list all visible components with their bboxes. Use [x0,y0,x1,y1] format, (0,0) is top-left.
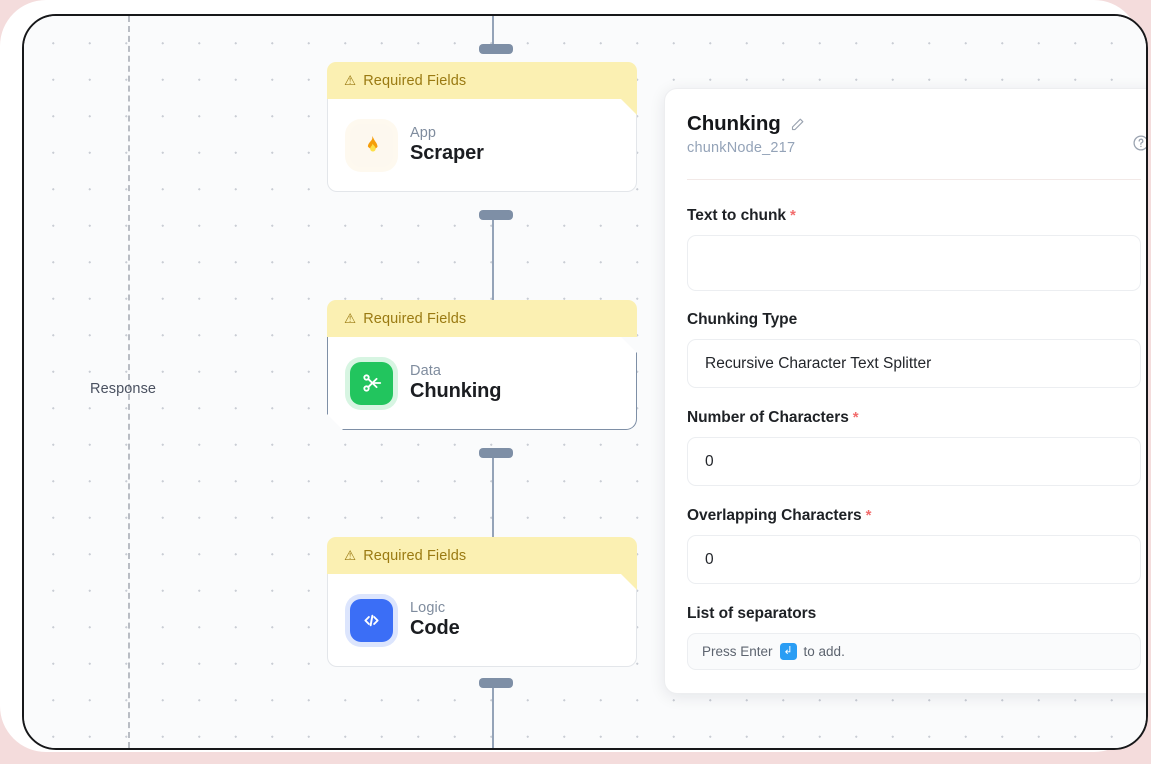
field-label-text: List of separators [687,605,817,622]
enter-key-icon: ↲ [779,643,797,660]
text-to-chunk-input[interactable] [687,235,1141,291]
field-label-text: Text to chunk [687,207,786,224]
flow-node-code[interactable]: ⚠ Required Fields Logic Code [327,537,637,667]
edge-scraper-to-chunking [492,212,495,308]
handle-scraper-in[interactable] [479,44,513,54]
field-label: Text to chunk * [687,207,1141,225]
node-properties-panel: Chunking chunkNode_217 [664,88,1146,694]
node-body-code[interactable]: Logic Code [327,574,637,667]
node-required-banner-code: ⚠ Required Fields [327,537,637,574]
code-icon [350,598,393,642]
chunking-type-select[interactable]: Recursive Character Text Splitter [687,339,1141,388]
node-banner-label: Required Fields [363,72,467,89]
field-overlapping-characters: Overlapping Characters * 0 [687,507,1141,584]
node-text-code: Logic Code [410,600,460,640]
scissors-icon [350,362,393,405]
panel-header: Chunking chunkNode_217 [665,89,1146,170]
node-title-label: Code [410,617,460,639]
flow-node-chunking[interactable]: ⚠ Required Fields Data [327,300,637,430]
field-chunking-type: Chunking Type Recursive Character Text S… [687,311,1141,388]
node-title-label: Chunking [410,380,502,402]
field-label-text: Overlapping Characters [687,507,862,524]
warning-triangle-icon: ⚠ [344,72,357,88]
number-of-characters-input[interactable]: 0 [687,437,1141,486]
field-label: Chunking Type [687,311,1141,329]
field-list-of-separators: List of separators Press Enter ↲ to add. [687,605,1141,670]
node-required-banner-chunking: ⚠ Required Fields [327,300,637,337]
required-asterisk: * [865,507,872,524]
field-label-text: Chunking Type [687,311,798,328]
required-asterisk: * [789,207,796,224]
field-label: Number of Characters * [687,409,1141,427]
list-of-separators-input[interactable]: Press Enter ↲ to add. [687,633,1141,670]
panel-body: Text to chunk * Chunking Type Recursive … [665,180,1146,670]
panel-divider [687,179,1141,180]
node-text-scraper: App Scraper [410,125,484,165]
node-required-banner-scraper: ⚠ Required Fields [327,62,637,99]
node-body-chunking[interactable]: Data Chunking [327,337,637,430]
handle-scraper-out[interactable] [479,210,513,220]
app-frame: Response ⚠ Required Fields [22,14,1148,750]
response-guide-label: Response [90,381,157,397]
tag-hint-before: Press Enter [702,644,773,659]
help-circle-icon[interactable] [1132,134,1146,152]
panel-title-row: Chunking [687,112,1146,136]
handle-code-out[interactable] [479,678,513,688]
node-body-scraper[interactable]: App Scraper [327,99,637,192]
pencil-icon[interactable] [790,117,805,132]
handle-chunking-out[interactable] [479,448,513,458]
node-banner-label: Required Fields [363,547,467,564]
warning-triangle-icon: ⚠ [344,547,357,563]
field-number-of-characters: Number of Characters * 0 [687,409,1141,486]
edge-top-incoming [492,16,495,50]
warning-triangle-icon: ⚠ [344,310,357,326]
node-category-label: App [410,125,437,141]
panel-node-id: chunkNode_217 [687,140,796,156]
node-text-chunking: Data Chunking [410,363,501,403]
overlapping-characters-input[interactable]: 0 [687,535,1141,584]
edge-code-outgoing [492,686,495,748]
field-text-to-chunk: Text to chunk * [687,207,1141,291]
node-category-label: Data [410,363,442,379]
field-label: List of separators [687,605,1141,623]
flame-icon [350,123,393,167]
required-asterisk: * [852,409,859,426]
node-banner-label: Required Fields [363,310,467,327]
response-guide-line [128,16,130,748]
field-label-text: Number of Characters [687,409,849,426]
node-title-label: Scraper [410,142,484,164]
edge-chunking-to-code [492,450,495,546]
tag-hint-after: to add. [803,644,845,659]
node-category-label: Logic [410,600,446,616]
field-label: Overlapping Characters * [687,507,1141,525]
panel-title: Chunking [687,112,781,135]
flow-node-scraper[interactable]: ⚠ Required Fields App Scraper [327,62,637,192]
